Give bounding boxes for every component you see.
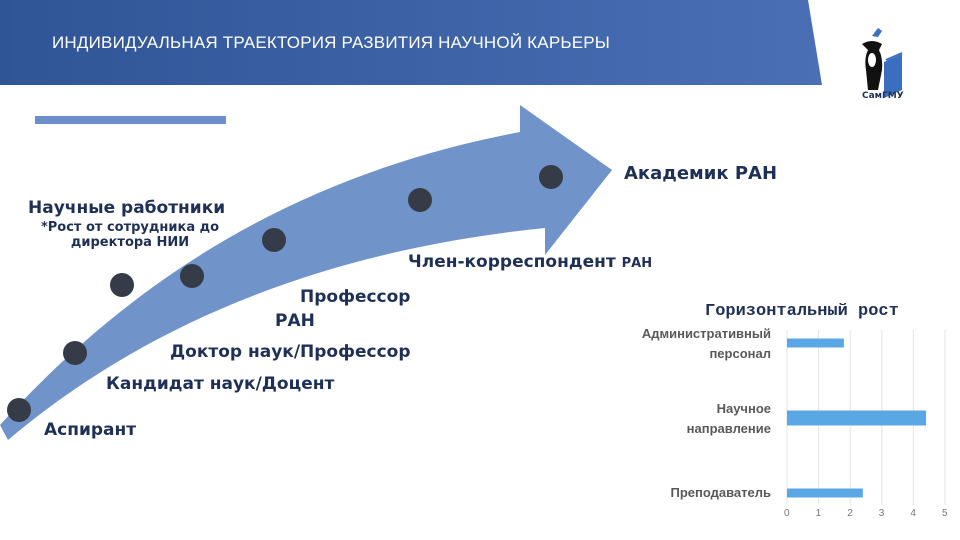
x-tick-label: 4 [910,508,916,519]
note-line: *Рост от сотрудника до [40,220,220,235]
label-aspirant: Аспирант [44,420,137,440]
x-tick-label: 5 [942,508,948,519]
milestone-dot [539,165,563,189]
page-title: ИНДИВИДУАЛЬНАЯ ТРАЕКТОРИЯ РАЗВИТИЯ НАУЧН… [52,33,611,52]
arrow-shape [0,105,612,440]
milestone-dot [262,228,286,252]
milestone-dot [110,273,134,297]
x-tick-label: 3 [878,508,885,519]
milestone-dot [7,398,31,422]
label-candidate: Кандидат наук/Доцент [106,374,335,394]
bar [787,338,844,348]
label-professor-ran: РАН [275,311,315,331]
bar [787,410,927,426]
x-tick-label: 1 [815,508,822,519]
x-tick-label: 0 [784,508,790,519]
chart-title: Горизонтальный рост [705,302,899,321]
header-banner [0,0,822,85]
label-researchers: Научные работники [28,198,226,218]
category-label: Преподаватель [670,485,771,500]
milestone-dot [63,341,87,365]
label-corr-member: Член-корреспондент РАН [408,252,652,272]
x-tick-label: 2 [847,508,853,519]
milestone-dot [408,188,432,212]
corr-member-text: Член-корреспондент [408,252,616,272]
accent-line [35,116,226,124]
samgmu-logo-icon [862,28,903,98]
label-doctor: Доктор наук/Профессор [170,342,411,362]
logo-text: СамГМУ [862,91,904,101]
label-academician: Академик РАН [624,163,778,184]
milestone-dot [180,264,204,288]
label-professor: Профессор [300,287,411,307]
note-line: директора НИИ [70,235,190,250]
corr-member-ran: РАН [621,256,653,271]
bar [787,488,863,498]
